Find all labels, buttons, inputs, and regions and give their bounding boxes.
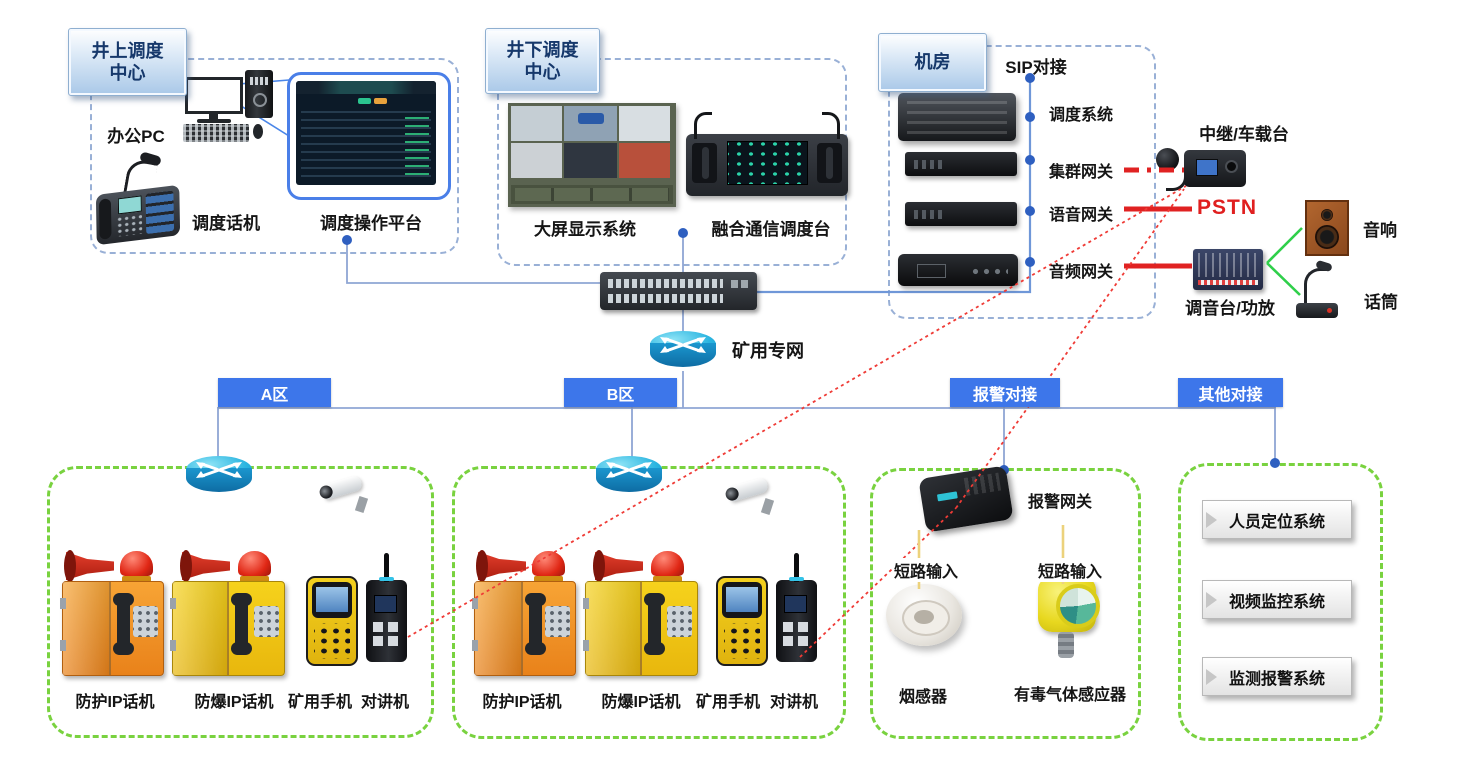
zone-b-mining-phone-label: 矿用手机 xyxy=(695,694,761,711)
dispatch-system-label: 调度系统 xyxy=(1048,107,1114,124)
other-zone-border xyxy=(1178,463,1383,741)
zone-b-walkie-talkie-label: 对讲机 xyxy=(769,694,819,711)
zone-b-mining-phone-image xyxy=(716,576,768,666)
zone-a-router-icon xyxy=(186,456,252,498)
arrow-icon xyxy=(1206,591,1217,608)
dispatch-platform-label: 调度操作平台 xyxy=(320,214,422,233)
speaker-label: 音响 xyxy=(1363,221,1397,240)
personnel-positioning-system-box: 人员定位系统 xyxy=(1202,500,1352,539)
bar-zone-a-label: A区 xyxy=(260,386,289,404)
zone-b-explosionproof-phone-label: 防爆IP话机 xyxy=(601,694,681,711)
machine-room-title: 机房 xyxy=(914,52,951,73)
zone-a-mining-phone-image xyxy=(306,576,358,666)
router-arrows xyxy=(196,462,242,478)
video-wall-car-tile-detail xyxy=(578,113,604,124)
short-input-2-label: 短路输入 xyxy=(1035,558,1105,582)
alarm-beacon xyxy=(120,551,153,583)
zone-b-explosionproof-ip-phone-image xyxy=(582,548,698,676)
zone-a-walkie-talkie-image xyxy=(366,553,407,662)
machine-room-title-box: 机房 xyxy=(878,33,987,92)
mixer-image xyxy=(1193,249,1263,290)
bar-other-link-label: 其他对接 xyxy=(1198,386,1263,404)
dispatch-server-image xyxy=(898,93,1016,141)
office-pc-monitor-stand xyxy=(209,111,218,119)
cluster-gateway-image xyxy=(905,152,1017,176)
video-surveillance-system-box: 视频监控系统 xyxy=(1202,580,1352,619)
zone-a-explosionproof-phone-label: 防爆IP话机 xyxy=(194,694,274,711)
zone-a-mining-phone-label: 矿用手机 xyxy=(287,694,353,711)
office-pc-keyboard-image xyxy=(183,124,249,142)
office-pc-tower-image xyxy=(245,70,273,118)
audio-gateway-label: 音频网关 xyxy=(1048,264,1114,281)
zone-a-explosionproof-ip-phone-image xyxy=(169,548,285,676)
comm-console-label: 融合通信调度台 xyxy=(711,220,831,239)
smoke-sensor-image xyxy=(886,584,962,646)
zone-a-protective-phone-label: 防护IP话机 xyxy=(75,694,155,711)
surface-center-title-box: 井上调度中心 xyxy=(68,28,187,96)
zone-b-walkie-talkie-image xyxy=(776,553,817,662)
surface-center-title: 井上调度中心 xyxy=(91,40,164,84)
video-wall-image xyxy=(508,103,676,207)
microphone-label: 话筒 xyxy=(1364,293,1398,312)
router-arrows xyxy=(660,337,706,353)
core-switch-image xyxy=(600,272,757,310)
private-network-label: 矿用专网 xyxy=(732,341,804,361)
bar-other-link: 其他对接 xyxy=(1178,378,1283,407)
video-wall-label: 大屏显示系统 xyxy=(534,220,636,239)
office-pc-monitor-base xyxy=(197,119,231,123)
office-pc-label: 办公PC xyxy=(107,127,165,146)
zone-a-protective-ip-phone-image xyxy=(60,548,164,676)
arrow-icon xyxy=(1206,511,1217,528)
gas-sensor-image xyxy=(1038,576,1102,662)
video-surveillance-system-label: 视频监控系统 xyxy=(1228,593,1325,611)
zone-a-walkie-talkie-label: 对讲机 xyxy=(360,694,410,711)
zone-b-router-icon xyxy=(596,456,662,498)
relay-radio-image xyxy=(1156,142,1252,194)
pstn-label: PSTN xyxy=(1196,196,1258,219)
zone-b-protective-phone-label: 防护IP话机 xyxy=(482,694,562,711)
video-wall-bezel xyxy=(511,185,673,204)
router-arrows xyxy=(606,462,652,478)
office-pc-mouse-image xyxy=(253,124,263,139)
dispatch-platform-screenshot xyxy=(296,81,436,185)
underground-center-title-box: 井下调度中心 xyxy=(485,28,600,94)
monitoring-alarm-system-label: 监测报警系统 xyxy=(1228,670,1325,688)
voice-gateway-image xyxy=(905,202,1017,226)
dispatch-phone-label: 调度话机 xyxy=(192,214,260,233)
bar-alarm-link: 报警对接 xyxy=(950,378,1060,407)
zone-b-protective-ip-phone-image xyxy=(472,548,576,676)
mixer-label: 调音台/功放 xyxy=(1185,299,1275,318)
monitoring-alarm-system-box: 监测报警系统 xyxy=(1202,657,1352,696)
machine-room-zone-border xyxy=(888,45,1156,319)
arrow-icon xyxy=(1206,668,1217,685)
relay-label: 中继/车载台 xyxy=(1199,125,1289,144)
bar-zone-b-label: B区 xyxy=(606,386,635,404)
underground-center-title: 井下调度中心 xyxy=(506,39,579,83)
comm-console-image xyxy=(686,112,848,196)
voice-gateway-label: 语音网关 xyxy=(1048,207,1114,224)
alarm-gateway-label: 报警网关 xyxy=(1027,494,1093,511)
surface-center-zone-border xyxy=(90,58,459,254)
speaker-image xyxy=(1305,200,1349,256)
alarm-beacon xyxy=(532,551,565,583)
short-input-1-label: 短路输入 xyxy=(891,558,961,582)
alarm-beacon xyxy=(651,551,684,583)
gas-sensor-label: 有毒气体感应器 xyxy=(1013,687,1127,704)
microphone-image xyxy=(1296,259,1342,318)
bar-zone-b: B区 xyxy=(564,378,677,407)
smoke-sensor-label: 烟感器 xyxy=(898,689,948,706)
alarm-beacon xyxy=(238,551,271,583)
personnel-positioning-system-label: 人员定位系统 xyxy=(1228,513,1325,531)
private-network-router-icon xyxy=(650,331,716,373)
cluster-gateway-label: 集群网关 xyxy=(1048,164,1114,181)
bar-zone-a: A区 xyxy=(218,378,331,407)
bar-alarm-link-label: 报警对接 xyxy=(972,386,1037,404)
audio-gateway-image xyxy=(898,254,1018,286)
sip-label: SIP对接 xyxy=(1005,58,1067,77)
